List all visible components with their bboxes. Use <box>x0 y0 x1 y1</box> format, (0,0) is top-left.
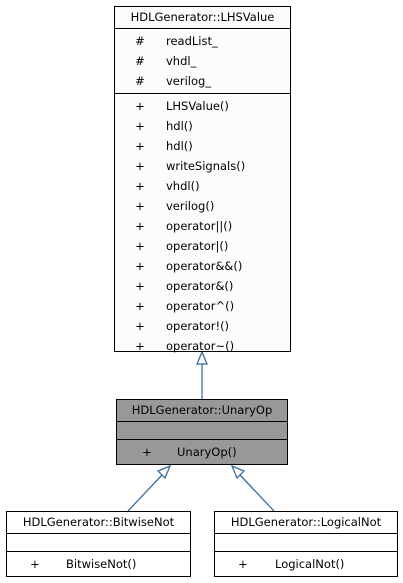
method-row: + operator|() <box>115 236 290 256</box>
attribute-row: # verilog_ <box>115 71 290 91</box>
method-name: operator&() <box>166 279 234 293</box>
edge-logicalnot-to-unaryop <box>230 464 275 512</box>
class-unaryop-methods: + UnaryOp() <box>117 440 287 464</box>
method-row: + LHSValue() <box>115 96 290 116</box>
class-lhsvalue-title: HDLGenerator::LHSValue <box>115 7 290 29</box>
attribute-row: # vhdl_ <box>115 51 290 71</box>
method-row: + operator^() <box>115 296 290 316</box>
method-row: + hdl() <box>115 136 290 156</box>
class-unaryop-attributes <box>117 422 287 440</box>
method-row: + vhdl() <box>115 176 290 196</box>
class-bitwisenot-title: HDLGenerator::BitwiseNot <box>7 512 190 534</box>
method-name: operator~() <box>166 339 235 353</box>
visibility-marker: + <box>135 299 145 313</box>
class-bitwisenot-methods: + BitwiseNot() <box>7 552 190 576</box>
class-bitwisenot[interactable]: HDLGenerator::BitwiseNot + BitwiseNot() <box>6 511 191 577</box>
class-unaryop-title: HDLGenerator::UnaryOp <box>117 400 287 422</box>
method-name: LHSValue() <box>166 99 229 113</box>
visibility-marker: + <box>238 557 248 571</box>
class-bitwisenot-attributes <box>7 534 190 552</box>
method-name: UnaryOp() <box>177 445 237 459</box>
attribute-row: # readList_ <box>115 31 290 51</box>
visibility-marker: + <box>135 159 145 173</box>
method-row: + writeSignals() <box>115 156 290 176</box>
method-name: operator&&() <box>166 259 243 273</box>
visibility-marker: # <box>135 34 145 48</box>
attribute-name: vhdl_ <box>166 54 197 68</box>
class-lhsvalue[interactable]: HDLGenerator::LHSValue # readList_ # vhd… <box>114 6 291 353</box>
method-name: LogicalNot() <box>275 557 345 571</box>
visibility-marker: + <box>135 119 145 133</box>
method-name: writeSignals() <box>166 159 246 173</box>
method-row: + operator&() <box>115 276 290 296</box>
method-name: hdl() <box>166 119 193 133</box>
edge-unaryop-to-lhsvalue <box>196 350 208 399</box>
method-row: + UnaryOp() <box>117 442 287 462</box>
class-logicalnot-attributes <box>215 534 397 552</box>
visibility-marker: + <box>30 557 40 571</box>
method-name: verilog() <box>166 199 215 213</box>
visibility-marker: # <box>135 74 145 88</box>
method-row: + operator!() <box>115 316 290 336</box>
class-lhsvalue-attributes: # readList_ # vhdl_ # verilog_ <box>115 29 290 94</box>
attribute-name: readList_ <box>166 34 218 48</box>
method-row: + operator||() <box>115 216 290 236</box>
visibility-marker: + <box>135 99 145 113</box>
visibility-marker: + <box>135 179 145 193</box>
method-name: vhdl() <box>166 179 200 193</box>
visibility-marker: + <box>135 199 145 213</box>
method-row: + operator~() <box>115 336 290 356</box>
method-row: + BitwiseNot() <box>7 554 190 574</box>
class-lhsvalue-methods: + LHSValue() + hdl() + hdl() + writeSign… <box>115 94 290 358</box>
class-logicalnot[interactable]: HDLGenerator::LogicalNot + LogicalNot() <box>214 511 398 577</box>
class-logicalnot-title: HDLGenerator::LogicalNot <box>215 512 397 534</box>
method-name: operator||() <box>166 219 233 233</box>
visibility-marker: + <box>135 259 145 273</box>
visibility-marker: + <box>135 339 145 353</box>
class-unaryop[interactable]: HDLGenerator::UnaryOp + UnaryOp() <box>116 399 288 465</box>
visibility-marker: + <box>142 445 152 459</box>
visibility-marker: + <box>135 279 145 293</box>
method-row: + operator&&() <box>115 256 290 276</box>
method-name: operator|() <box>166 239 229 253</box>
visibility-marker: + <box>135 219 145 233</box>
method-row: + verilog() <box>115 196 290 216</box>
method-name: operator!() <box>166 319 230 333</box>
edge-bitwisenot-to-unaryop <box>127 464 172 512</box>
visibility-marker: + <box>135 319 145 333</box>
method-name: operator^() <box>166 299 235 313</box>
method-name: BitwiseNot() <box>66 557 137 571</box>
attribute-name: verilog_ <box>166 74 212 88</box>
visibility-marker: # <box>135 54 145 68</box>
visibility-marker: + <box>135 139 145 153</box>
class-logicalnot-methods: + LogicalNot() <box>215 552 397 576</box>
method-row: + LogicalNot() <box>215 554 397 574</box>
method-row: + hdl() <box>115 116 290 136</box>
method-name: hdl() <box>166 139 193 153</box>
visibility-marker: + <box>135 239 145 253</box>
